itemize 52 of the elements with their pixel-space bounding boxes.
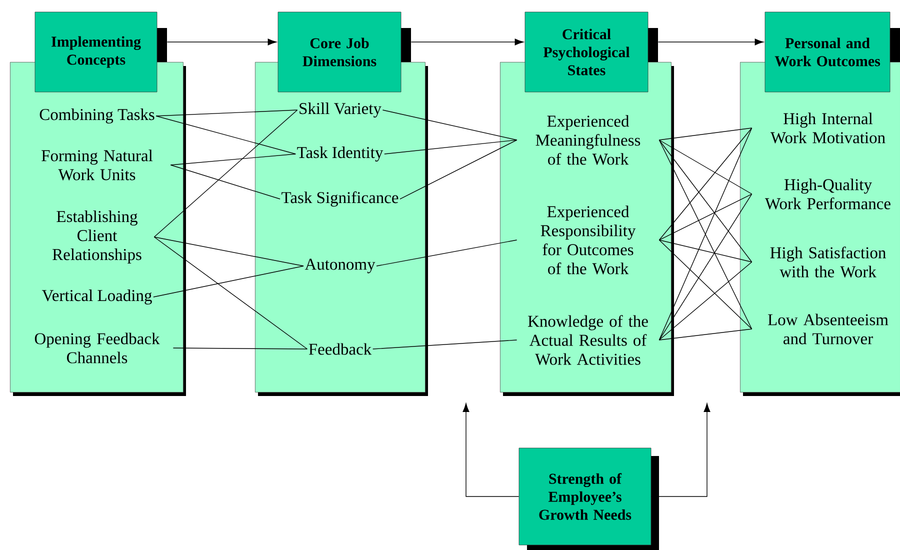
connector-line — [658, 140, 752, 262]
connector-line — [658, 328, 752, 340]
connector-line — [658, 240, 752, 330]
header-box: Critical Psychological States — [524, 12, 658, 92]
connector-line — [384, 140, 518, 154]
arrow — [166, 38, 277, 46]
item-text: Feedback — [308, 343, 372, 355]
factor-box: Strength of Employee’s Growth Needs — [518, 448, 659, 550]
connector-line — [658, 194, 752, 240]
connector-line — [376, 240, 518, 266]
arrow — [650, 403, 710, 497]
item-text: High-Quality Work Performance — [765, 178, 890, 210]
item-text: Combining Tasks — [40, 108, 154, 124]
item-text: High Satisfaction with the Work — [770, 246, 886, 278]
item-text: Establishing Client Relationships — [52, 210, 142, 264]
arrow — [462, 403, 520, 497]
item-text: Skill Variety — [300, 102, 382, 118]
connector-line — [154, 236, 304, 266]
connector-line — [382, 110, 518, 140]
connector-line — [172, 348, 308, 350]
item-text: Knowledge of the Actual Results of Work Activities — [528, 315, 648, 365]
connector-line — [154, 110, 298, 238]
connector-line — [658, 194, 752, 340]
connector-line — [153, 266, 304, 298]
column-panel — [500, 62, 674, 396]
connector-line — [372, 340, 518, 350]
connector-line — [154, 236, 308, 350]
item-text: Vertical Loading — [42, 290, 152, 304]
connector-line — [400, 140, 518, 200]
item-text: Autonomy — [304, 258, 376, 274]
connector-line — [156, 116, 296, 154]
connector-line — [658, 262, 752, 340]
connector-line — [658, 240, 752, 262]
connector-line — [658, 128, 752, 240]
connector-line — [170, 164, 280, 200]
arrow — [658, 38, 764, 46]
item-text: Task Significance — [282, 191, 398, 207]
connector-line — [658, 128, 752, 140]
header-box: Core Job Dimensions — [278, 12, 411, 92]
item-text: Experienced Meaningfulness of the Work — [536, 115, 640, 165]
connector-line — [156, 110, 298, 116]
item-text: Task Identity — [297, 146, 384, 162]
header-box: Personal and Work Outcomes — [764, 12, 900, 92]
item-text: Forming Natural Work Units — [42, 150, 153, 180]
connector-line — [658, 140, 752, 194]
item-text: High Internal Work Motivation — [770, 112, 886, 144]
connector-line — [170, 154, 296, 166]
item-text: Opening Feedback Channels — [34, 332, 160, 364]
arrow — [410, 38, 524, 46]
item-text: Low Absenteeism and Turnover — [768, 314, 888, 344]
item-text: Experienced Responsibility for Outcomes of the Work — [540, 206, 636, 274]
header-box: Implementing Concepts — [34, 12, 167, 92]
